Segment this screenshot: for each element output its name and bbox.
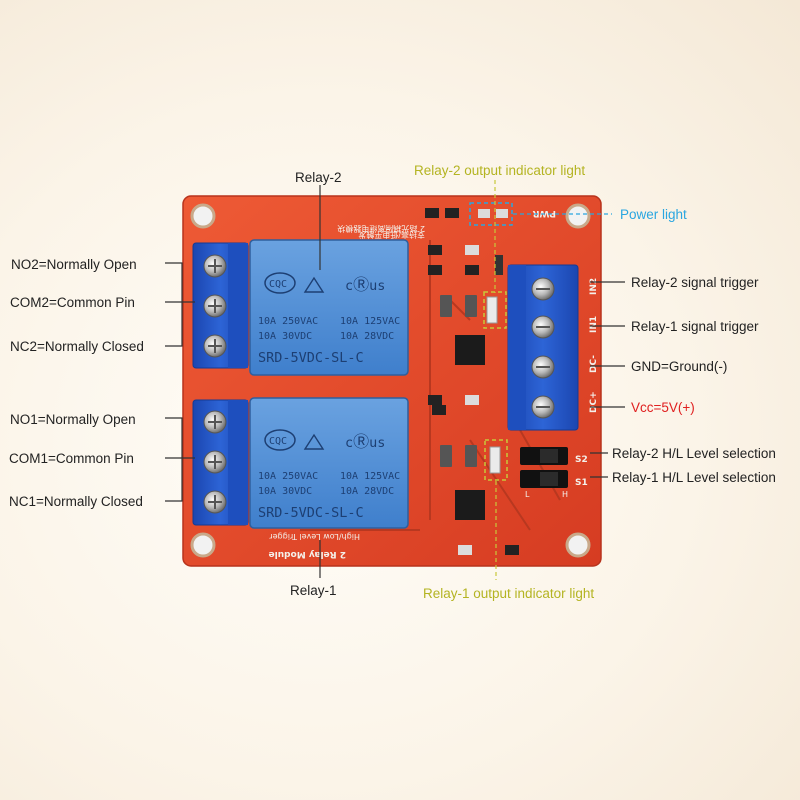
svg-text:DC+: DC+ xyxy=(589,391,599,413)
relay2-indicator-label: Relay-2 output indicator light xyxy=(414,163,585,178)
no1-label: NO1=Normally Open xyxy=(10,412,136,427)
svg-text:10A 125VAC: 10A 125VAC xyxy=(340,316,400,327)
svg-text:DC-: DC- xyxy=(589,355,599,373)
level-jumper-s2[interactable] xyxy=(520,447,568,465)
svg-text:IN2: IN2 xyxy=(589,278,599,295)
mount-hole xyxy=(190,203,216,229)
com1-label: COM1=Common Pin xyxy=(9,451,134,466)
svg-text:CQC: CQC xyxy=(269,279,287,290)
relay2-led xyxy=(486,296,498,324)
svg-text:支持高/低电平触发: 支持高/低电平触发 xyxy=(358,230,425,240)
power-light-box xyxy=(469,202,513,226)
svg-text:10A 250VAC: 10A 250VAC xyxy=(258,471,318,482)
svg-text:2 路光耦隔离继电器模块: 2 路光耦隔离继电器模块 xyxy=(337,224,425,234)
in1-label: Relay-1 signal trigger xyxy=(631,319,759,334)
svg-text:2 Relay Module: 2 Relay Module xyxy=(269,549,347,559)
svg-text:10A 125VAC: 10A 125VAC xyxy=(340,471,400,482)
mount-hole xyxy=(190,532,216,558)
relay1-indicator-box xyxy=(484,439,508,481)
nc2-label: NC2=Normally Closed xyxy=(10,339,144,354)
mount-hole xyxy=(565,532,591,558)
svg-text:H: H xyxy=(562,490,568,499)
svg-text:S1: S1 xyxy=(575,478,588,488)
svg-text:CQC: CQC xyxy=(269,436,287,447)
power-light-label: Power light xyxy=(620,207,687,222)
gnd-label: GND=Ground(-) xyxy=(631,359,727,374)
terminal-block-relay2[interactable] xyxy=(192,242,249,369)
level-jumper-s1[interactable] xyxy=(520,470,568,488)
svg-text:10A 30VDC: 10A 30VDC xyxy=(258,486,312,497)
svg-text:SRD-5VDC-SL-C: SRD-5VDC-SL-C xyxy=(258,505,364,521)
s1-label: Relay-1 H/L Level selection xyxy=(612,470,776,485)
svg-text:SRD-5VDC-SL-C: SRD-5VDC-SL-C xyxy=(258,350,364,366)
svg-text:10A 28VDC: 10A 28VDC xyxy=(340,331,394,342)
no2-label: NO2=Normally Open xyxy=(11,257,137,272)
relay-1: CQC cⓇus 10A 250VAC 10A 30VDC 10A 125VAC… xyxy=(249,397,409,529)
svg-text:IN1: IN1 xyxy=(589,316,599,333)
relay1-led xyxy=(489,446,501,474)
svg-text:10A 250VAC: 10A 250VAC xyxy=(258,316,318,327)
svg-text:cⓇus: cⓇus xyxy=(345,275,385,294)
relay-2: CQC cⓇus 10A 250VAC 10A 30VDC 10A 125VAC… xyxy=(249,239,409,376)
vcc-label: Vcc=5V(+) xyxy=(631,400,695,415)
leader-lines xyxy=(165,185,625,578)
svg-text:10A 30VDC: 10A 30VDC xyxy=(258,331,312,342)
nc1-label: NC1=Normally Closed xyxy=(9,494,143,509)
svg-text:cⓇus: cⓇus xyxy=(345,432,385,451)
in2-label: Relay-2 signal trigger xyxy=(631,275,759,290)
svg-text:PWR: PWR xyxy=(532,208,556,218)
relay1-label: Relay-1 xyxy=(290,583,337,598)
s2-label: Relay-2 H/L Level selection xyxy=(612,446,776,461)
svg-text:10A 28VDC: 10A 28VDC xyxy=(340,486,394,497)
com2-label: COM2=Common Pin xyxy=(10,295,135,310)
mount-hole xyxy=(565,203,591,229)
svg-text:L: L xyxy=(525,490,530,499)
terminal-block-input[interactable]: IN2 IN1 DC- DC+ xyxy=(507,264,599,431)
svg-text:S2: S2 xyxy=(575,455,588,465)
terminal-block-relay1[interactable] xyxy=(192,399,249,526)
relay2-label: Relay-2 xyxy=(295,170,342,185)
svg-text:High/Low Level Trigger: High/Low Level Trigger xyxy=(269,532,360,541)
relay1-indicator-label: Relay-1 output indicator light xyxy=(423,586,594,601)
